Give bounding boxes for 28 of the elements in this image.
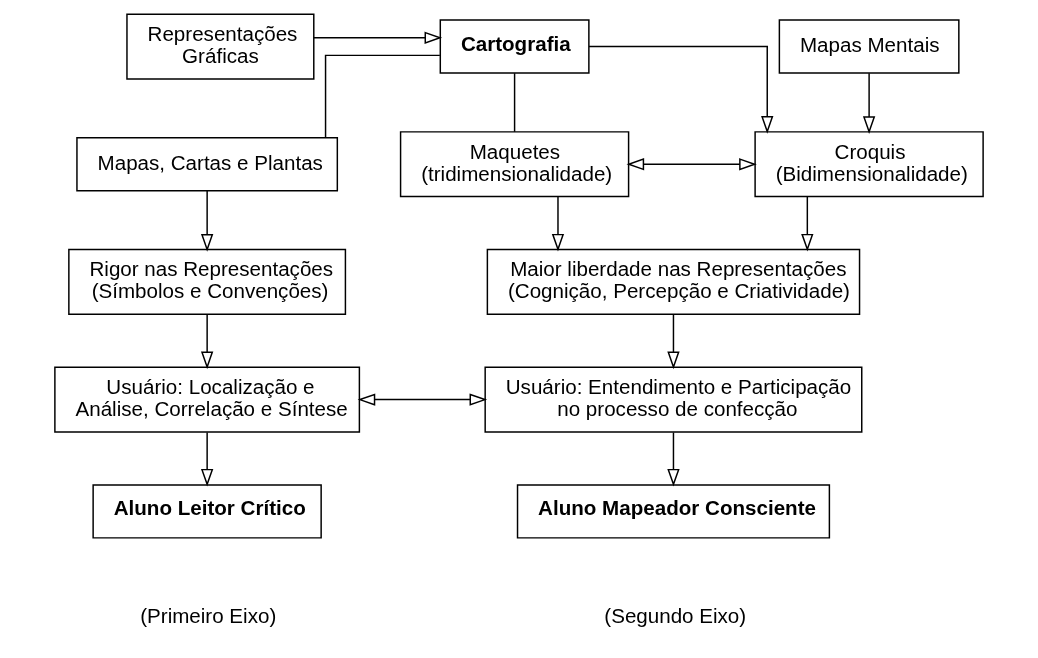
arrow — [357, 393, 488, 406]
node-box: Croquis (Bidimensionalidade) — [754, 131, 984, 198]
arrow — [667, 431, 680, 487]
node-label: (Segundo Eixo) — [604, 603, 747, 627]
node-box: Aluno Mapeador Consciente — [516, 484, 831, 539]
arrow — [313, 31, 443, 44]
node-box: Usuário: Entendimento e Participação no processo de confecção — [484, 366, 863, 433]
node-box: Rigor nas Representações (Símbolos e Convenções) — [68, 248, 347, 316]
node-box: Maquetes (tridimensionalidade) — [399, 131, 630, 198]
arrow — [200, 313, 214, 370]
node-label: (Primeiro Eixo) — [140, 603, 277, 627]
connector — [513, 72, 516, 133]
node-box: Representações Gráficas — [126, 13, 315, 80]
arrow — [801, 196, 814, 252]
arrow — [862, 72, 876, 134]
arrow — [200, 431, 214, 487]
arrow — [626, 158, 757, 171]
node-box: Cartografia — [439, 19, 590, 74]
node-box: Aluno Leitor Crítico — [92, 484, 322, 539]
arrow — [588, 45, 774, 134]
connector — [324, 54, 441, 139]
node-box: Mapas Mentais — [778, 19, 960, 74]
arrow — [667, 313, 680, 370]
arrow — [551, 196, 565, 252]
arrow — [200, 190, 214, 252]
node-box: Mapas, Cartas e Plantas — [76, 137, 339, 192]
node-box: Maior liberdade nas Representações (Cognição, Percepção e Criatividade) — [486, 248, 861, 316]
node-box: Usuário: Localização e Análise, Correlação e Síntese — [54, 366, 361, 433]
